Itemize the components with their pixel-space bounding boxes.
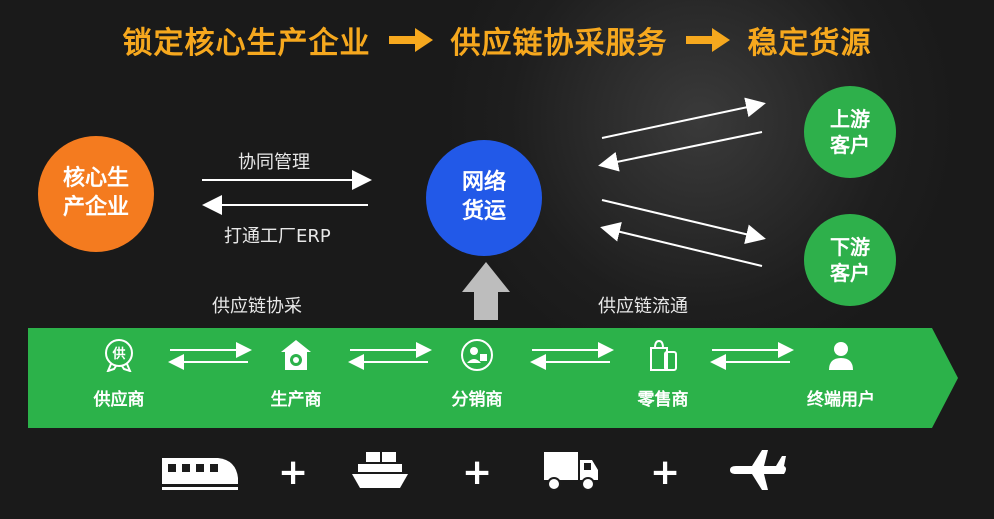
plus-sign: + [278, 452, 309, 493]
upstream-customer-node: 上游客户 [804, 86, 896, 178]
airplane-icon [730, 450, 786, 490]
headline-part-3: 稳定货源 [747, 26, 872, 61]
headline-part-1: 锁定核心生产企业 [122, 26, 371, 61]
chain-node-retailer: 零售商 [618, 338, 708, 410]
chain-arrows [168, 342, 794, 370]
truck-icon [544, 452, 598, 491]
arrow-right-icon [685, 28, 730, 52]
plus-sign: + [462, 452, 493, 493]
user-icon [829, 342, 853, 370]
collab-mgmt-label: 协同管理 [238, 152, 310, 173]
arrow-right-icon [388, 28, 433, 52]
circulation-label: 供应链流通 [598, 296, 688, 317]
core-enterprise-node: 核心生产企业 [38, 136, 154, 252]
core-enterprise-label: 核心生产企业 [62, 166, 129, 220]
procurement-label: 供应链协采 [212, 296, 302, 317]
ship-icon [352, 452, 408, 488]
arrow-from-upstream [598, 131, 763, 172]
arrow-to-downstream [601, 199, 766, 245]
upstream-customer-label: 上游客户 [830, 107, 870, 157]
headline-part-2: 供应链协采服务 [450, 26, 668, 61]
chain-label-retailer: 零售商 [637, 390, 689, 410]
downstream-customer-node: 下游客户 [804, 214, 896, 306]
factory-house-icon [281, 340, 311, 370]
chain-label-manufacturer: 生产商 [270, 390, 322, 410]
chain-label-supplier: 供应商 [93, 390, 145, 410]
svg-text:供: 供 [111, 346, 125, 362]
chain-node-distributor: 分销商 [432, 338, 522, 410]
erp-label: 打通工厂ERP [224, 226, 331, 247]
connector-arrows [202, 97, 766, 320]
distributor-person-icon [461, 339, 493, 371]
train-icon [162, 458, 238, 490]
up-arrow-icon [462, 262, 510, 320]
chain-node-supplier: 供 供应商 [74, 338, 164, 410]
shopping-bag-phone-icon [650, 339, 677, 371]
headline: 锁定核心生产企业 供应链协采服务 稳定货源 [0, 18, 994, 62]
downstream-customer-label: 下游客户 [830, 235, 870, 285]
network-freight-label: 网络货运 [461, 170, 506, 224]
network-freight-node: 网络货运 [426, 140, 542, 256]
supply-chain-band [28, 328, 958, 428]
arrow-to-upstream [601, 97, 766, 139]
chain-label-distributor: 分销商 [451, 390, 503, 410]
supplier-badge-icon: 供 [105, 339, 133, 373]
chain-label-end-user: 终端用户 [807, 390, 875, 410]
arrow-from-downstream [600, 222, 763, 267]
chain-node-manufacturer: 生产商 [251, 338, 341, 410]
plus-sign: + [650, 452, 681, 493]
chain-node-end-user: 终端用户 [796, 338, 886, 410]
